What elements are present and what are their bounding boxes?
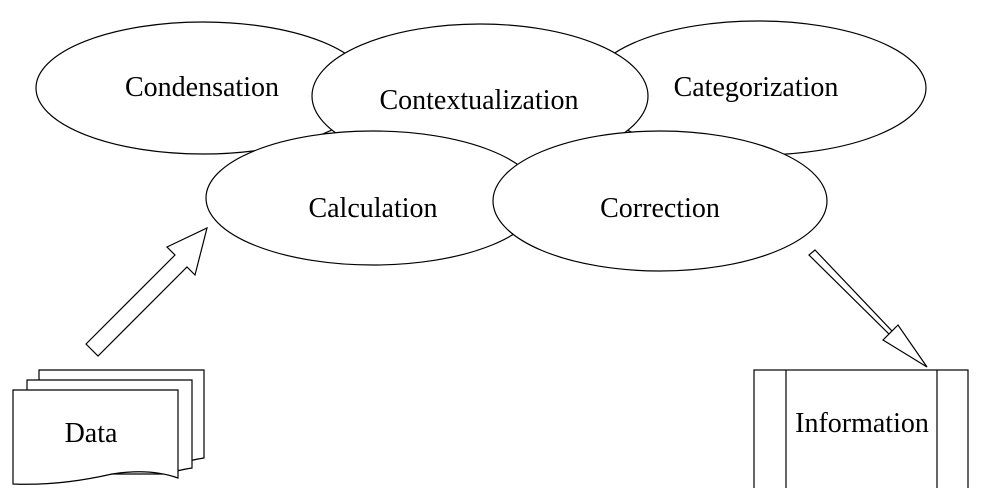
calculation-label: Calculation bbox=[308, 193, 437, 224]
condensation-label: Condensation bbox=[125, 72, 279, 103]
process-categorization: Categorization bbox=[589, 20, 927, 156]
data-to-process-arrow bbox=[85, 226, 208, 357]
correction-label: Correction bbox=[600, 193, 720, 224]
data-label: Data bbox=[65, 418, 118, 449]
process-condensation: Condensation bbox=[35, 21, 371, 155]
information-label: Information bbox=[795, 408, 929, 439]
categorization-label: Categorization bbox=[674, 72, 839, 103]
correction-ellipse bbox=[492, 130, 828, 272]
process-to-information-arrow bbox=[808, 249, 928, 368]
process-calculation: Calculation bbox=[205, 130, 541, 266]
document-front-page bbox=[12, 389, 179, 485]
data-input-document: Data bbox=[12, 369, 205, 485]
information-box-outline bbox=[753, 369, 969, 488]
process-correction: Correction bbox=[492, 130, 828, 272]
contextualization-label: Contextualization bbox=[379, 85, 578, 116]
information-output-box: Information bbox=[753, 369, 969, 488]
